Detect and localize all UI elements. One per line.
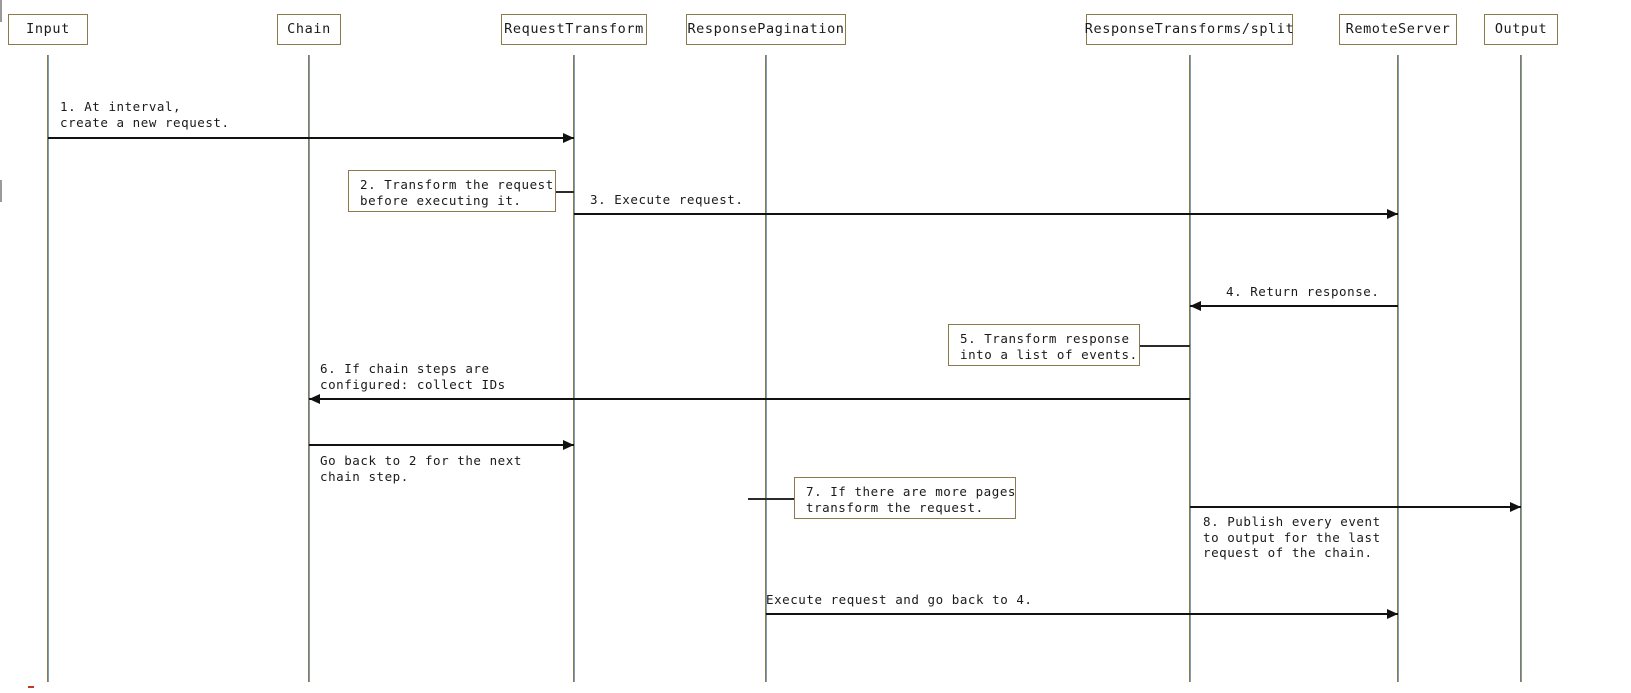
message-label-m1: 1. At interval, create a new request.	[60, 99, 230, 130]
message-arrowhead-m1	[563, 133, 574, 143]
participant-remote_server[interactable]: RemoteServer	[1339, 14, 1457, 45]
participant-response_transforms[interactable]: ResponseTransforms/split	[1084, 14, 1295, 45]
participant-label: RemoteServer	[1345, 20, 1451, 37]
participant-input[interactable]: Input	[8, 14, 88, 45]
participant-label: ResponseTransforms/split	[1084, 20, 1295, 37]
message-arrowhead-m6	[309, 394, 320, 404]
canvas-left-edge-mark-top	[0, 0, 2, 22]
message-arrowhead-m8	[1510, 502, 1521, 512]
lifeline-remote_server	[1397, 55, 1399, 682]
participant-label: Input	[26, 20, 70, 37]
message-label-m4: 4. Return response.	[1226, 284, 1380, 299]
lifeline-request_transform	[573, 55, 575, 682]
participant-output[interactable]: Output	[1484, 14, 1558, 45]
message-label-m6: 6. If chain steps are configured: collec…	[320, 361, 506, 392]
lifeline-output	[1520, 55, 1522, 682]
note-connector-n5	[1140, 345, 1190, 347]
participant-label: ResponsePagination	[687, 20, 845, 37]
message-line-m1	[48, 137, 574, 139]
message-arrowhead-m_goback4	[1387, 609, 1398, 619]
lifeline-input	[47, 55, 49, 682]
participant-request_transform[interactable]: RequestTransform	[501, 14, 647, 45]
note-box-n7[interactable]: 7. If there are more pages transform the…	[794, 477, 1016, 519]
participant-label: RequestTransform	[504, 20, 644, 37]
canvas-left-edge-mark-mid	[0, 180, 2, 202]
message-arrowhead-m4	[1190, 301, 1201, 311]
note-connector-n2	[556, 191, 574, 193]
lifeline-response_pagination	[765, 55, 767, 682]
lifeline-response_transforms	[1189, 55, 1191, 682]
message-label-m8: 8. Publish every event to output for the…	[1203, 514, 1381, 560]
note-box-n2[interactable]: 2. Transform the request before executin…	[348, 170, 556, 212]
lifeline-chain	[308, 55, 310, 682]
message-arrowhead-m_goback2	[563, 440, 574, 450]
message-arrowhead-m3	[1387, 209, 1398, 219]
note-connector-n7	[748, 498, 794, 500]
message-line-m6	[309, 398, 1190, 400]
participant-label: Chain	[287, 20, 331, 37]
note-box-n5[interactable]: 5. Transform response into a list of eve…	[948, 324, 1140, 366]
message-line-m_goback4	[766, 613, 1398, 615]
message-line-m3	[574, 213, 1398, 215]
participant-response_pagination[interactable]: ResponsePagination	[686, 14, 846, 45]
message-line-m_goback2	[309, 444, 574, 446]
participant-chain[interactable]: Chain	[277, 14, 341, 45]
canvas-left-edge-mark-bottom	[28, 686, 34, 688]
message-label-m_goback4: Execute request and go back to 4.	[766, 592, 1033, 607]
message-line-m4	[1190, 305, 1398, 307]
message-label-m3: 3. Execute request.	[590, 192, 744, 207]
message-label-m_goback2: Go back to 2 for the next chain step.	[320, 453, 522, 484]
participant-label: Output	[1494, 20, 1548, 37]
message-line-m8	[1190, 506, 1521, 508]
